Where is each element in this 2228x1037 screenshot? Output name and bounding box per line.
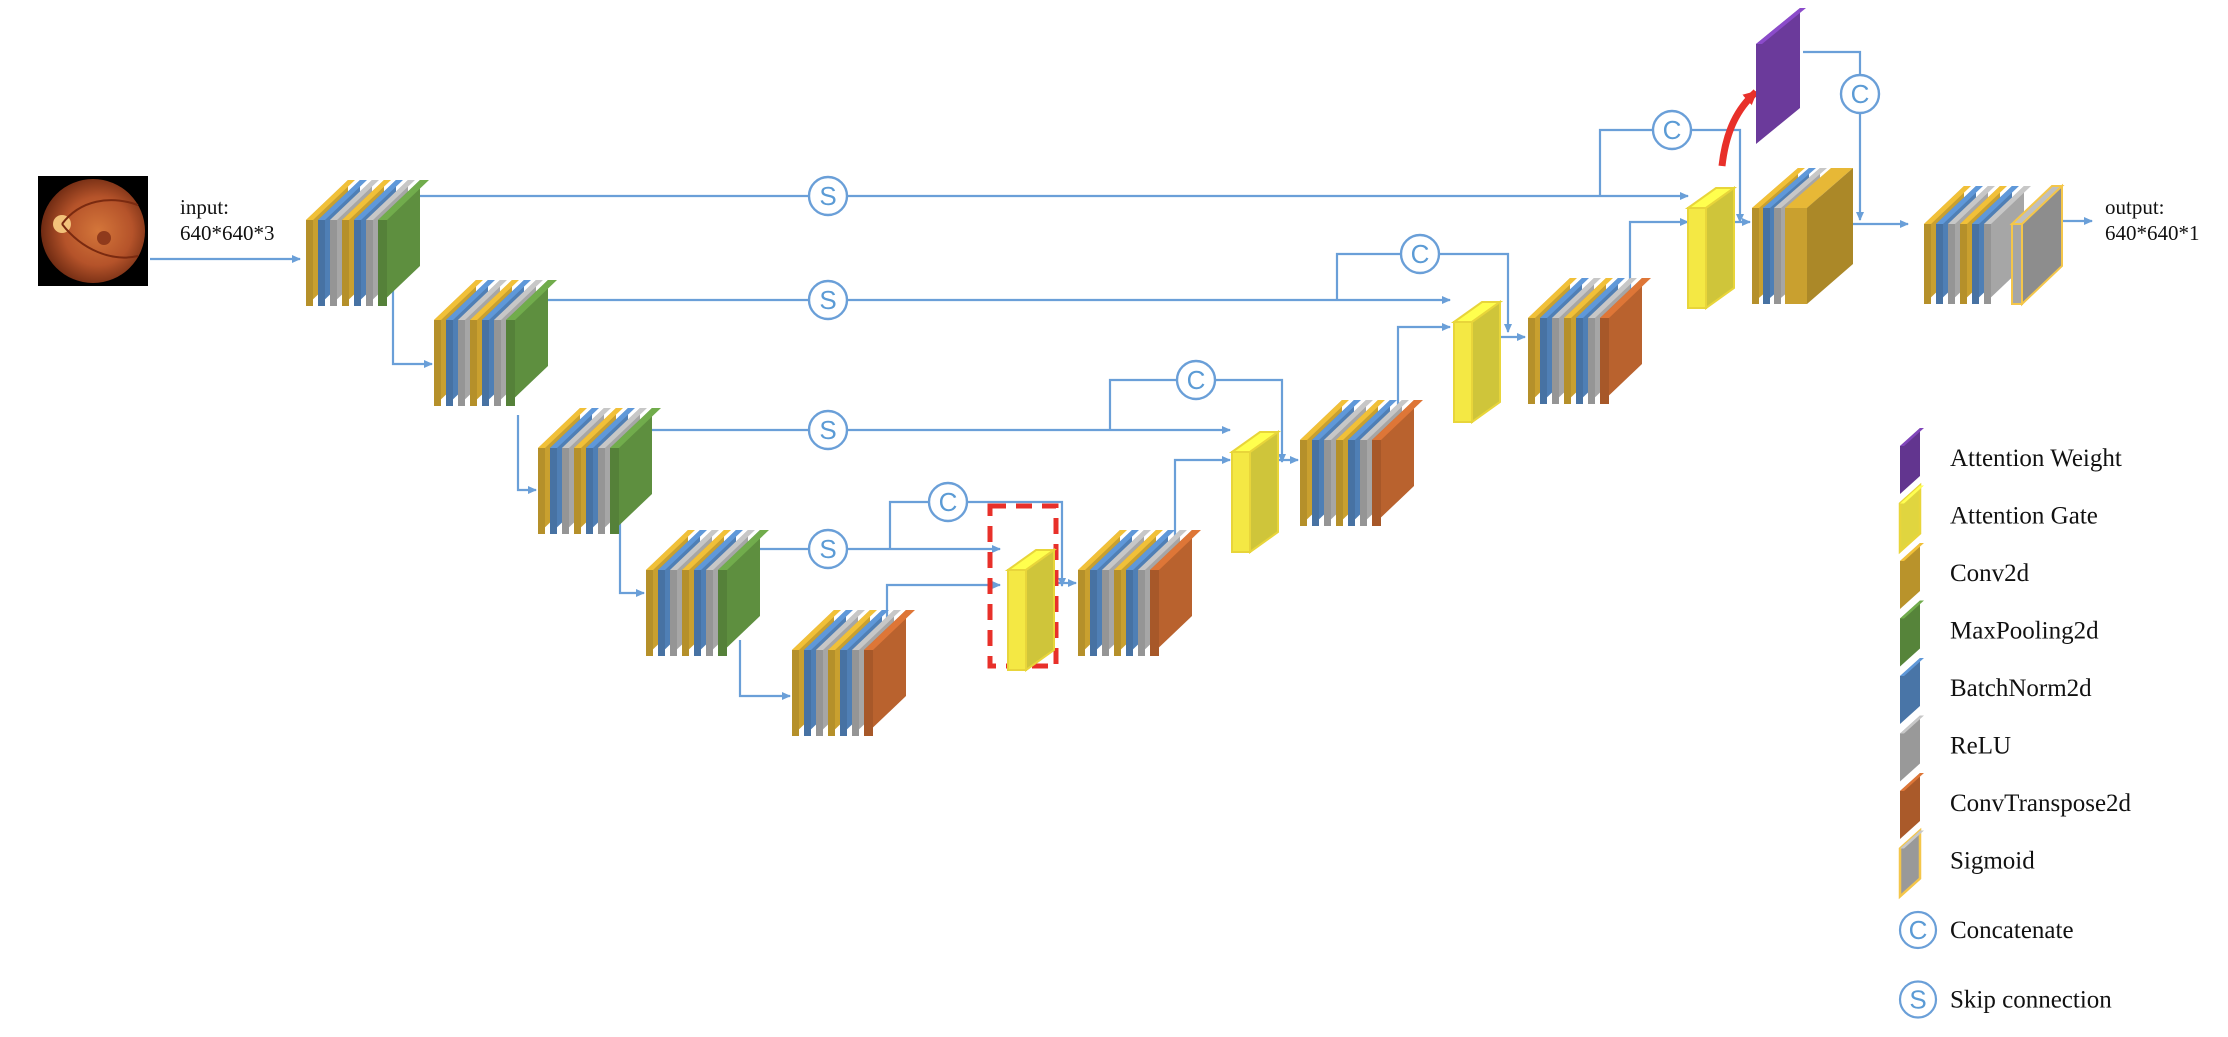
legend-item-relu: ReLU (1900, 715, 2011, 782)
conv2d-layer (1785, 168, 1853, 304)
decoder-block-2 (1300, 400, 1423, 526)
attention-gate-block (1898, 482, 1924, 555)
output-label: output: (2105, 195, 2165, 219)
legend-label: BatchNorm2d (1950, 675, 2092, 702)
skip-connection-icon: S (1898, 980, 1938, 1019)
decoder-block-4 (1752, 168, 1853, 304)
input-image (38, 176, 148, 286)
attention-gate-4 (1684, 186, 1738, 310)
convtranspose-layer (1150, 530, 1201, 656)
legend-label: Conv2d (1950, 560, 2030, 587)
attention-weight-map (1756, 8, 1806, 144)
legend-item-concat: C Concatenate (1898, 910, 2074, 950)
encoder-block-4 (646, 530, 769, 656)
legend-item-batchnorm: BatchNorm2d (1900, 658, 2092, 724)
convtranspose-block (1900, 773, 1924, 839)
concatenate-5: C (1839, 73, 1881, 115)
encoder-block-1 (306, 180, 429, 306)
skip-connection-2: S (807, 279, 849, 321)
sigmoid-block (1898, 827, 1924, 900)
concatenate-4: C (1651, 109, 1693, 151)
legend-item-maxpool: MaxPooling2d (1900, 600, 2099, 667)
decoder-block-3 (1528, 278, 1651, 404)
sigmoid-layer (2009, 183, 2065, 307)
maxpool-layer (378, 180, 429, 306)
skip-connection-1: S (807, 175, 849, 217)
legend-item-attention_weight: Attention Weight (1900, 428, 2122, 494)
attention-weight-arrow (1718, 89, 1759, 167)
svg-text:S: S (819, 534, 836, 564)
convtranspose-layer (864, 610, 915, 736)
svg-text:S: S (1909, 985, 1926, 1015)
concatenate-2: C (1175, 359, 1217, 401)
maxpool-layer (610, 408, 661, 534)
legend-label: Attention Weight (1950, 445, 2122, 472)
maxpool-block (1900, 600, 1924, 667)
skip-connection-3: S (807, 409, 849, 451)
convtranspose-layer (1372, 400, 1423, 526)
svg-text:S: S (819, 181, 836, 211)
attention-weight-block (1900, 428, 1924, 494)
legend-label: Concatenate (1950, 917, 2074, 944)
legend-item-sigmoid: Sigmoid (1898, 827, 2035, 900)
conv2d-block (1900, 543, 1924, 609)
svg-text:C: C (1663, 115, 1682, 145)
attention-gate-3 (1450, 300, 1504, 424)
concatenate-3: C (1399, 233, 1441, 275)
input-label: input: (180, 195, 229, 219)
legend-label: Sigmoid (1950, 848, 2035, 875)
highlight-box (987, 503, 1059, 669)
network-blocks (306, 8, 2065, 736)
svg-text:S: S (819, 285, 836, 315)
svg-text:C: C (1909, 915, 1928, 945)
output-block (1924, 183, 2065, 307)
relu-block (1900, 715, 1924, 782)
legend-label: ReLU (1950, 733, 2011, 760)
legend-label: MaxPooling2d (1950, 618, 2099, 645)
concatenate-1: C (927, 481, 969, 523)
attention-gate-1 (1004, 548, 1058, 672)
output-size: 640*640*1 (2105, 221, 2200, 245)
svg-text:S: S (819, 415, 836, 445)
batchnorm-block (1900, 658, 1924, 724)
decoder-block-1 (1078, 530, 1201, 656)
encoder-block-3 (538, 408, 661, 534)
svg-text:C: C (939, 487, 958, 517)
legend-item-skip: S Skip connection (1898, 980, 2112, 1019)
legend-label: Attention Gate (1950, 503, 2098, 530)
maxpool-layer (718, 530, 769, 656)
legend-label: Skip connection (1950, 987, 2112, 1014)
legend-item-conv2d: Conv2d (1900, 543, 2030, 609)
encoder-block-2 (434, 280, 557, 406)
skip-connection-4: S (807, 528, 849, 570)
attention-gate-2 (1228, 430, 1282, 554)
legend-item-convtranspose: ConvTranspose2d (1900, 773, 2132, 839)
input-size: 640*640*3 (180, 221, 275, 245)
convtranspose-layer (1600, 278, 1651, 404)
svg-text:C: C (1411, 239, 1430, 269)
bottleneck-block (792, 610, 915, 736)
svg-text:C: C (1851, 79, 1870, 109)
legend-item-attention_gate: Attention Gate (1898, 482, 2098, 555)
legend-label: ConvTranspose2d (1950, 790, 2132, 817)
svg-text:C: C (1187, 365, 1206, 395)
maxpool-layer (506, 280, 557, 406)
concatenate-icon: C (1898, 910, 1938, 950)
